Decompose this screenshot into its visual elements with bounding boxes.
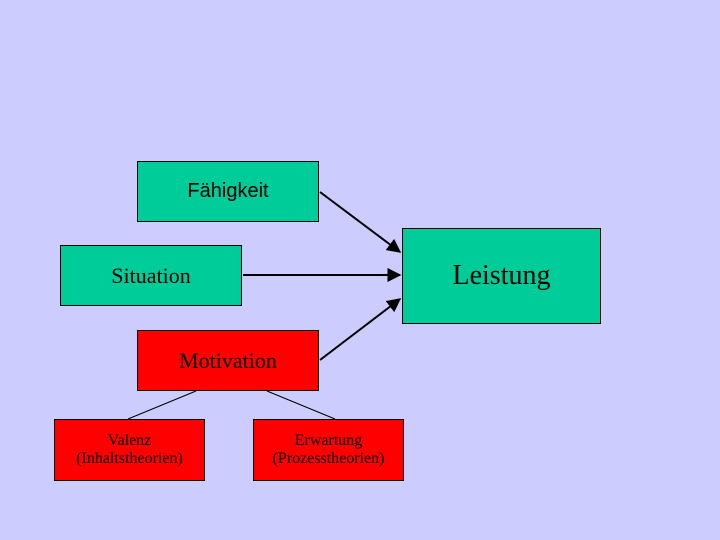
node-motivation: Motivation bbox=[137, 330, 319, 391]
node-erwartung-title: Erwartung bbox=[294, 431, 363, 449]
node-erwartung-subtitle: (Prozesstheorien) bbox=[272, 450, 385, 467]
arrow-motivation-to-leistung bbox=[319, 298, 402, 361]
node-erwartung: Erwartung (Prozesstheorien) bbox=[253, 419, 404, 481]
node-leistung-label: Leistung bbox=[452, 259, 551, 291]
node-faehigkeit-label: Fähigkeit bbox=[187, 180, 269, 202]
node-valenz: Valenz (Inhaltstheorien) bbox=[54, 419, 205, 481]
line-motivation-to-erwartung bbox=[266, 390, 336, 420]
node-motivation-label: Motivation bbox=[179, 347, 277, 373]
arrow-faehigkeit-to-leistung bbox=[319, 191, 402, 253]
line-motivation-to-valenz bbox=[127, 390, 197, 420]
node-valenz-subtitle: (Inhaltstheorien) bbox=[76, 450, 183, 467]
node-leistung: Leistung bbox=[402, 228, 601, 324]
node-faehigkeit: Fähigkeit bbox=[137, 161, 319, 222]
node-valenz-title: Valenz bbox=[107, 431, 152, 449]
node-situation: Situation bbox=[60, 245, 242, 306]
node-situation-label: Situation bbox=[111, 262, 191, 288]
